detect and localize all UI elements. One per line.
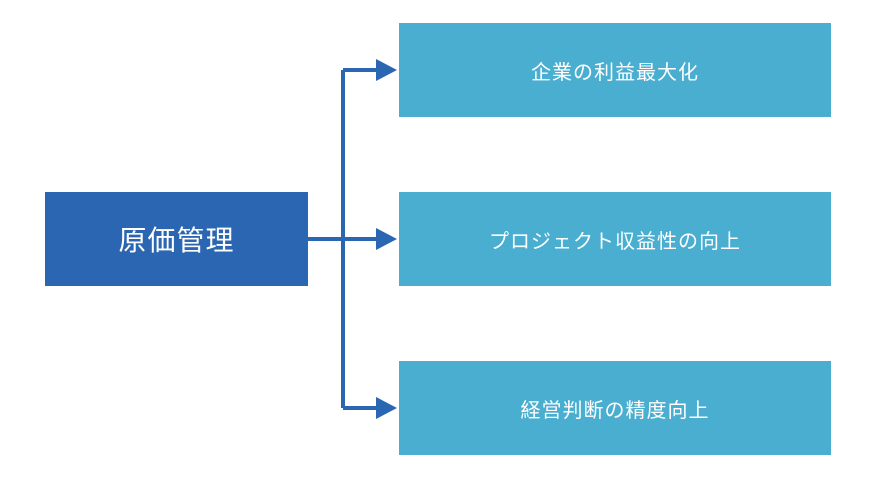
child-node-project-profitability: プロジェクト収益性の向上 xyxy=(399,192,831,286)
arrowhead-1 xyxy=(376,59,397,81)
root-node-label: 原価管理 xyxy=(118,224,235,257)
child-node-label-3: 経営判断の精度向上 xyxy=(520,397,710,422)
child-node-profit-maximization: 企業の利益最大化 xyxy=(399,23,831,117)
connector-lines xyxy=(308,68,378,410)
child-node-decision-accuracy: 経営判断の精度向上 xyxy=(399,361,831,455)
arrowheads xyxy=(376,59,397,419)
child-node-label-1: 企業の利益最大化 xyxy=(531,59,699,84)
child-node-label-2: プロジェクト収益性の向上 xyxy=(489,228,741,253)
arrowhead-2 xyxy=(376,228,397,250)
arrowhead-3 xyxy=(376,397,397,419)
root-node-cost-management: 原価管理 xyxy=(45,192,308,286)
